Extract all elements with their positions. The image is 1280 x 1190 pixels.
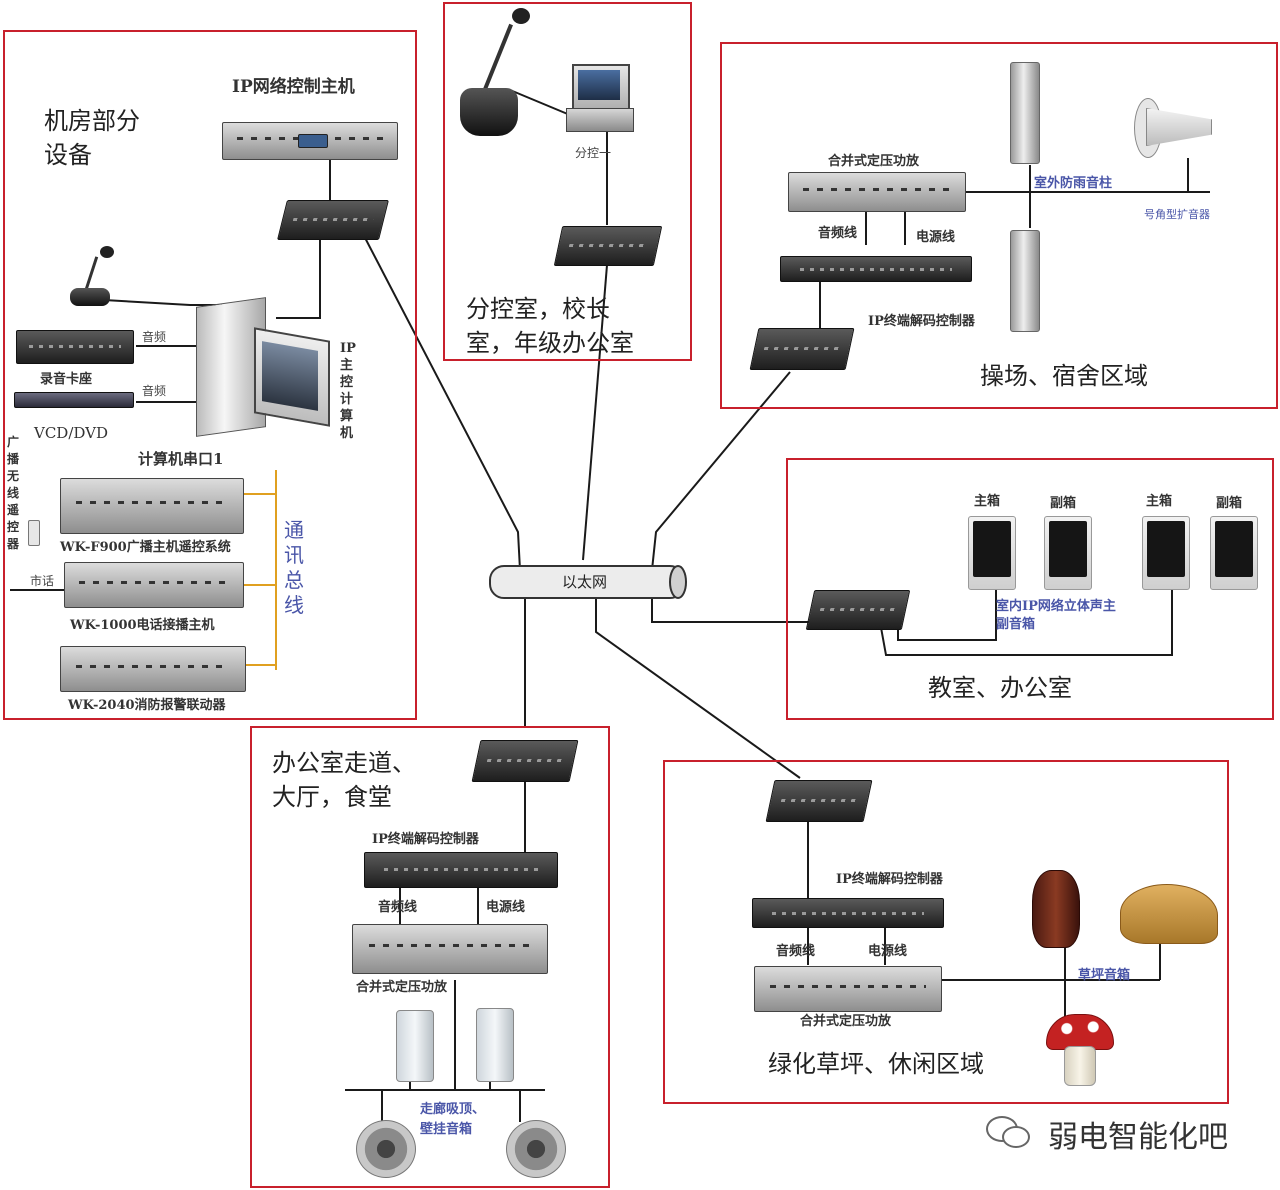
classroom-speaker-main-2 [1142, 516, 1190, 590]
outdoor-column-speaker-top [1010, 62, 1040, 164]
phone-label: 市话 [30, 574, 55, 588]
lawn-decoder-label: IP终端解码控制器 [836, 872, 943, 887]
branch-label: 分控一 [575, 146, 612, 160]
playground-decoder-label: IP终端解码控制器 [868, 314, 975, 329]
f900-label: WK-F900广播主机遥控系统 [60, 540, 231, 555]
zone-corridor [250, 726, 610, 1188]
main-host-display [298, 134, 328, 148]
audio-label-1: 音频 [142, 330, 167, 344]
microphone-icon-room [70, 246, 114, 308]
link-playground [651, 371, 791, 571]
rock-speaker-icon [1120, 884, 1218, 944]
machine-room-title: 机房部分 设备 [44, 107, 140, 169]
classroom-sub-1: 副箱 [1050, 496, 1077, 511]
vcd-label: VCD/DVD [34, 424, 109, 442]
serial-port-label: 计算机串口1 [138, 450, 224, 468]
classroom-title: 教室、办公室 [928, 674, 1072, 702]
wireless-remote-device [28, 520, 40, 546]
switch-machine-room [277, 200, 389, 240]
zone-classroom [786, 458, 1274, 720]
zone-branch-control [443, 2, 692, 361]
corridor-amp-label: 合并式定压功放 [356, 980, 448, 995]
corridor-decoder-label: IP终端解码控制器 [372, 832, 479, 847]
microphone-icon-branch [460, 8, 530, 138]
classroom-main-2: 主箱 [1146, 494, 1173, 509]
branch-computer [566, 64, 634, 132]
wk1000-label: WK-1000电话接播主机 [70, 618, 215, 633]
wk2040-device [60, 646, 246, 692]
classroom-speaker-sub-1 [1044, 516, 1092, 590]
mushroom-speaker-icon [1046, 1014, 1114, 1086]
link-lawn [595, 598, 801, 779]
classroom-sub-2: 副箱 [1216, 496, 1243, 511]
link-machine-room [361, 231, 521, 571]
audio-label-2: 音频 [142, 384, 167, 398]
playground-amp-device [788, 172, 966, 212]
ethernet-pipe [489, 565, 687, 599]
lawn-speaker-label: 草坪音箱 [1078, 968, 1131, 983]
ip-pc-label: IP 主 控 计 算 机 [340, 341, 356, 441]
classroom-speaker-main-1 [968, 516, 1016, 590]
f900-device [60, 478, 244, 534]
switch-classroom [805, 590, 911, 630]
corridor-decoder-device [364, 852, 558, 888]
zone-lawn [663, 760, 1229, 1104]
corridor-wall-speaker-2 [476, 1008, 514, 1082]
wk2040-label: WK-2040消防报警联动器 [68, 698, 226, 713]
switch-branch [553, 226, 663, 266]
corridor-title: 办公室走道、 大厅，食堂 [272, 749, 416, 811]
zone-playground [720, 42, 1278, 409]
ip-control-computer [196, 282, 332, 437]
lawn-power-line: 电源线 [868, 944, 908, 959]
corridor-audio-line: 音频线 [378, 900, 418, 915]
horn-speaker-icon [1134, 98, 1214, 160]
recorder-device [16, 330, 134, 364]
outdoor-column-label: 室外防雨音柱 [1034, 176, 1113, 191]
wechat-icon [986, 1114, 1032, 1150]
ethernet-label: 以太网 [562, 573, 608, 591]
lawn-decoder-device [752, 898, 944, 928]
classroom-speaker-desc: 室内IP网络立体声主 副音箱 [996, 599, 1116, 632]
recorder-label: 录音卡座 [40, 372, 93, 387]
corridor-power-line: 电源线 [486, 900, 526, 915]
wk1000-device [64, 562, 244, 608]
horn-label: 号角型扩音器 [1144, 208, 1210, 221]
zone-machine-room [3, 30, 417, 720]
lawn-amp-device [754, 966, 942, 1012]
bus-label: 通 讯 总 线 [284, 518, 304, 617]
playground-decoder-device [780, 256, 972, 282]
playground-power-line: 电源线 [916, 230, 956, 245]
corridor-speakers-label: 走廊吸顶、 壁挂音箱 [420, 1102, 486, 1137]
playground-title: 操场、宿舍区域 [980, 362, 1148, 390]
lawn-audio-line: 音频线 [776, 944, 816, 959]
corridor-ceiling-speaker-1 [356, 1120, 416, 1178]
classroom-speaker-sub-2 [1210, 516, 1258, 590]
watermark-text: 弱电智能化吧 [1048, 1120, 1228, 1155]
lawn-amp-label: 合并式定压功放 [800, 1014, 892, 1029]
link-branch [582, 264, 608, 561]
playground-amp-label: 合并式定压功放 [828, 154, 920, 169]
outdoor-column-speaker-bottom [1010, 230, 1040, 332]
stump-speaker-icon [1032, 870, 1080, 948]
wireless-remote-label: 广 播 无 线 遥 控 器 [7, 435, 20, 551]
corridor-ceiling-speaker-2 [506, 1120, 566, 1178]
classroom-main-1: 主箱 [974, 494, 1001, 509]
playground-audio-line: 音频线 [818, 226, 858, 241]
corridor-wall-speaker-1 [396, 1010, 434, 1082]
switch-lawn [765, 780, 873, 822]
switch-playground [749, 328, 855, 370]
corridor-amp-device [352, 924, 548, 974]
main-host-label: IP网络控制主机 [232, 77, 355, 97]
switch-corridor [471, 740, 579, 782]
branch-title: 分控室，校长 室，年级办公室 [466, 295, 634, 357]
link-classroom [651, 594, 812, 623]
lawn-title: 绿化草坪、休闲区域 [768, 1050, 984, 1078]
vcd-device [14, 392, 134, 408]
